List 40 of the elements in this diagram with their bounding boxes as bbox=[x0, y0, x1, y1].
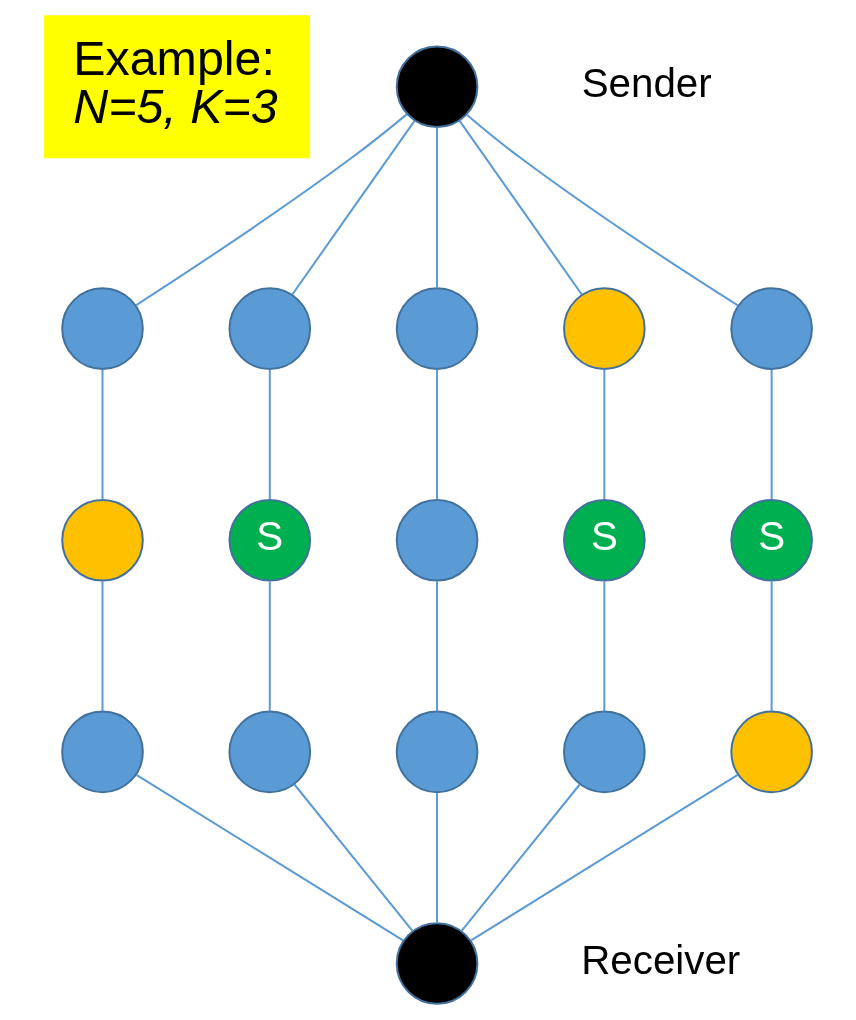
node-circle bbox=[227, 287, 311, 370]
node-circle bbox=[60, 498, 144, 582]
node-circle: S bbox=[562, 498, 646, 582]
node-circle bbox=[60, 710, 144, 794]
node-label: Receiver bbox=[580, 937, 740, 983]
connector bbox=[470, 774, 738, 942]
node-label: Sender bbox=[581, 60, 712, 106]
connector bbox=[435, 581, 438, 711]
node-circle bbox=[562, 710, 646, 794]
node-circle bbox=[60, 287, 144, 370]
connector bbox=[268, 581, 271, 711]
connector bbox=[268, 369, 271, 500]
node-circle bbox=[395, 498, 478, 582]
node-circle bbox=[395, 710, 478, 794]
connector bbox=[602, 369, 605, 500]
connector bbox=[465, 114, 739, 307]
node-circle bbox=[562, 287, 646, 370]
connector bbox=[135, 774, 404, 942]
node-circle bbox=[395, 287, 478, 370]
connector bbox=[101, 581, 103, 711]
connector bbox=[770, 369, 773, 500]
connector bbox=[435, 369, 438, 500]
connector bbox=[435, 792, 438, 923]
node-circle bbox=[729, 710, 813, 794]
node-circle: S bbox=[729, 498, 813, 582]
connector bbox=[101, 369, 103, 500]
connector bbox=[602, 581, 605, 711]
connector bbox=[460, 783, 580, 932]
connector bbox=[458, 120, 582, 295]
connector bbox=[293, 783, 413, 932]
node-circle bbox=[227, 710, 311, 794]
node-circle: S bbox=[227, 498, 311, 582]
node-circle bbox=[395, 45, 478, 129]
node-circle bbox=[395, 922, 478, 1005]
node-box: Example: N=5, K=3 bbox=[43, 15, 310, 159]
connector bbox=[135, 113, 408, 306]
connector bbox=[291, 120, 415, 295]
connector bbox=[435, 127, 438, 288]
node-circle bbox=[729, 287, 813, 370]
connector bbox=[770, 581, 773, 711]
